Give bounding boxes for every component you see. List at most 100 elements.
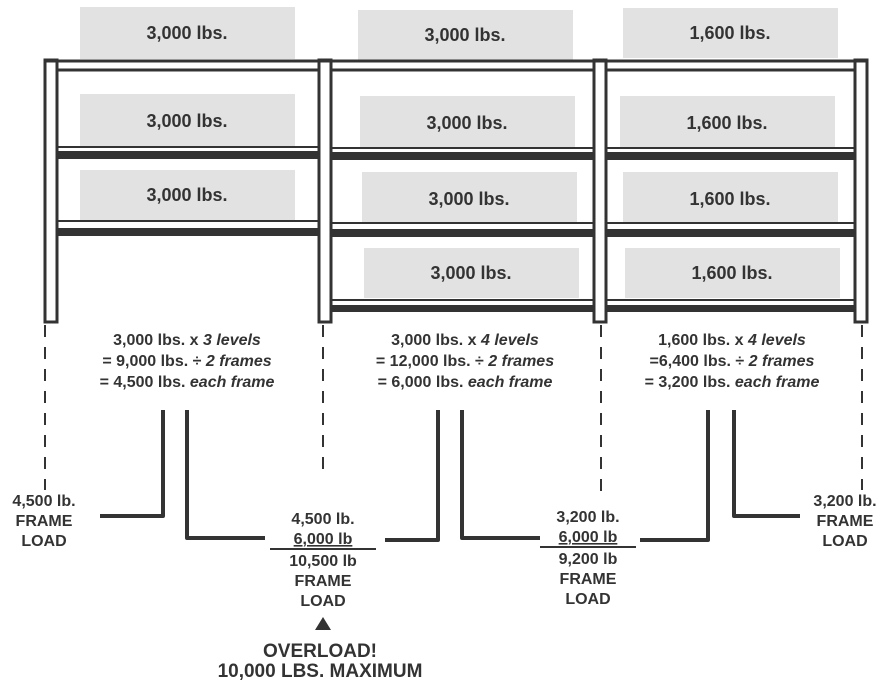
upright-frame-2 [317, 58, 333, 324]
shelf-beams [57, 146, 855, 312]
pallet-box [358, 10, 573, 60]
calc-text: =6,400 lbs. ÷ [650, 353, 749, 370]
frame-load-3: 3,200 lb. 6,000 lb 9,200 lb FRAME LOAD [540, 509, 636, 608]
calc-text: = 3,200 lbs. [645, 374, 735, 391]
frame-load-label: LOAD [565, 591, 610, 608]
pallet-box [362, 172, 577, 224]
pallet-box [80, 94, 295, 146]
svg-text:=6,400 lbs. ÷ 2 frames: =6,400 lbs. ÷ 2 frames [650, 353, 815, 370]
svg-text:3,000 lbs. x 3 levels: 3,000 lbs. x 3 levels [113, 332, 261, 349]
calc-text-italic: each frame [468, 374, 553, 391]
svg-text:1,600 lbs. x 4 levels: 1,600 lbs. x 4 levels [658, 332, 806, 349]
pallet-box [623, 8, 838, 58]
frame-load-total: 9,200 lb [559, 551, 618, 568]
load-path-line [185, 410, 265, 540]
pallet-box [625, 248, 840, 298]
bay-1-calculation: 3,000 lbs. x 3 levels = 9,000 lbs. ÷ 2 f… [100, 332, 275, 391]
load-path-line [460, 410, 540, 540]
pallet-box [623, 172, 838, 224]
calc-text: 3,000 lbs. x [391, 332, 481, 349]
calc-text-italic: 2 frames [487, 353, 554, 370]
addend-value: 6,000 lb [294, 531, 353, 548]
svg-text:= 9,000 lbs. ÷ 2 frames: = 9,000 lbs. ÷ 2 frames [102, 353, 271, 370]
load-path-line [732, 410, 800, 518]
frame-load-4: 3,200 lb. FRAME LOAD [813, 493, 876, 550]
upright-frame-4 [853, 58, 869, 324]
pallet-load-label: 3,000 lbs. [146, 23, 227, 43]
calc-text: 1,600 lbs. x [658, 332, 748, 349]
frame-load-label: LOAD [822, 533, 867, 550]
warning-title: OVERLOAD! [263, 641, 377, 662]
calc-text-italic: 3 levels [203, 332, 261, 349]
shelf-beam [57, 228, 319, 236]
bay-2-calculation: 3,000 lbs. x 4 levels = 12,000 lbs. ÷ 2 … [376, 332, 554, 391]
frame-load-label: FRAME [16, 513, 73, 530]
rack-frames [43, 58, 869, 324]
frame-load-value: 4,500 lb. [12, 493, 75, 510]
frame-load-total: 10,500 lb [289, 553, 357, 570]
pallet-box [80, 7, 295, 59]
frame-load-label: LOAD [21, 533, 66, 550]
calc-text-italic: 2 frames [205, 353, 272, 370]
svg-text:= 12,000 lbs. ÷ 2 frames: = 12,000 lbs. ÷ 2 frames [376, 353, 554, 370]
warning-arrow-icon [315, 617, 331, 630]
bay-2-loads: 3,000 lbs. 3,000 lbs. 3,000 lbs. 3,000 l… [358, 10, 579, 298]
calc-text-italic: each frame [190, 374, 275, 391]
calc-text-italic: 4 levels [480, 332, 539, 349]
addend-value: 4,500 lb. [291, 511, 354, 528]
frame-load-label: FRAME [817, 513, 874, 530]
top-beam [45, 59, 867, 72]
pallet-box [364, 248, 579, 298]
calc-text: 3,000 lbs. x [113, 332, 203, 349]
svg-text:= 3,200 lbs. each frame: = 3,200 lbs. each frame [645, 374, 820, 391]
shelf-beam [331, 229, 594, 237]
addend-value: 3,200 lb. [556, 509, 619, 526]
frame-load-1: 4,500 lb. FRAME LOAD [12, 493, 75, 550]
shelf-beam [331, 152, 594, 160]
pallet-load-label: 3,000 lbs. [426, 113, 507, 133]
load-path-lines [100, 410, 800, 542]
pallet-load-label: 3,000 lbs. [146, 185, 227, 205]
pallet-load-label: 3,000 lbs. [428, 189, 509, 209]
bay-3-loads: 1,600 lbs. 1,600 lbs. 1,600 lbs. 1,600 l… [620, 8, 840, 298]
calc-text: = 12,000 lbs. ÷ [376, 353, 488, 370]
pallet-box [620, 96, 835, 148]
frame-centerlines [44, 325, 863, 495]
svg-text:= 6,000 lbs. each frame: = 6,000 lbs. each frame [378, 374, 553, 391]
shelf-beam [57, 151, 319, 159]
pallet-box [360, 96, 575, 148]
pallet-load-label: 3,000 lbs. [430, 263, 511, 283]
upright-frame-3 [592, 58, 608, 324]
frame-load-2: 4,500 lb. 6,000 lb 10,500 lb FRAME LOAD [270, 511, 376, 610]
calc-text: = 4,500 lbs. [100, 374, 190, 391]
frame-load-value: 3,200 lb. [813, 493, 876, 510]
calc-text: = 6,000 lbs. [378, 374, 468, 391]
bay-1-loads: 3,000 lbs. 3,000 lbs. 3,000 lbs. [80, 7, 295, 220]
warning-subtitle: 10,000 LBS. MAXIMUM [218, 661, 423, 682]
svg-text:= 4,500 lbs. each frame: = 4,500 lbs. each frame [100, 374, 275, 391]
calc-text-italic: 2 frames [748, 353, 815, 370]
frame-load-label: LOAD [300, 593, 345, 610]
shelf-beam [331, 305, 594, 312]
frame-load-label: FRAME [295, 573, 352, 590]
calc-text-italic: 4 levels [747, 332, 806, 349]
upright-frame-1 [43, 58, 59, 324]
pallet-box [80, 170, 295, 220]
pallet-load-label: 3,000 lbs. [146, 111, 227, 131]
overload-warning: OVERLOAD! 10,000 LBS. MAXIMUM [218, 617, 423, 682]
pallet-load-label: 1,600 lbs. [689, 189, 770, 209]
shelf-beam [606, 229, 855, 237]
pallet-load-label: 1,600 lbs. [689, 23, 770, 43]
shelf-beam [606, 152, 855, 160]
addend-value: 6,000 lb [559, 529, 618, 546]
pallet-load-label: 1,600 lbs. [691, 263, 772, 283]
shelf-beam [606, 305, 855, 312]
calc-text: = 9,000 lbs. ÷ [102, 353, 206, 370]
load-path-line [385, 410, 440, 542]
frame-load-label: FRAME [560, 571, 617, 588]
svg-text:3,000 lbs. x 4 levels: 3,000 lbs. x 4 levels [391, 332, 539, 349]
pallet-load-label: 1,600 lbs. [686, 113, 767, 133]
load-path-line [640, 410, 710, 542]
